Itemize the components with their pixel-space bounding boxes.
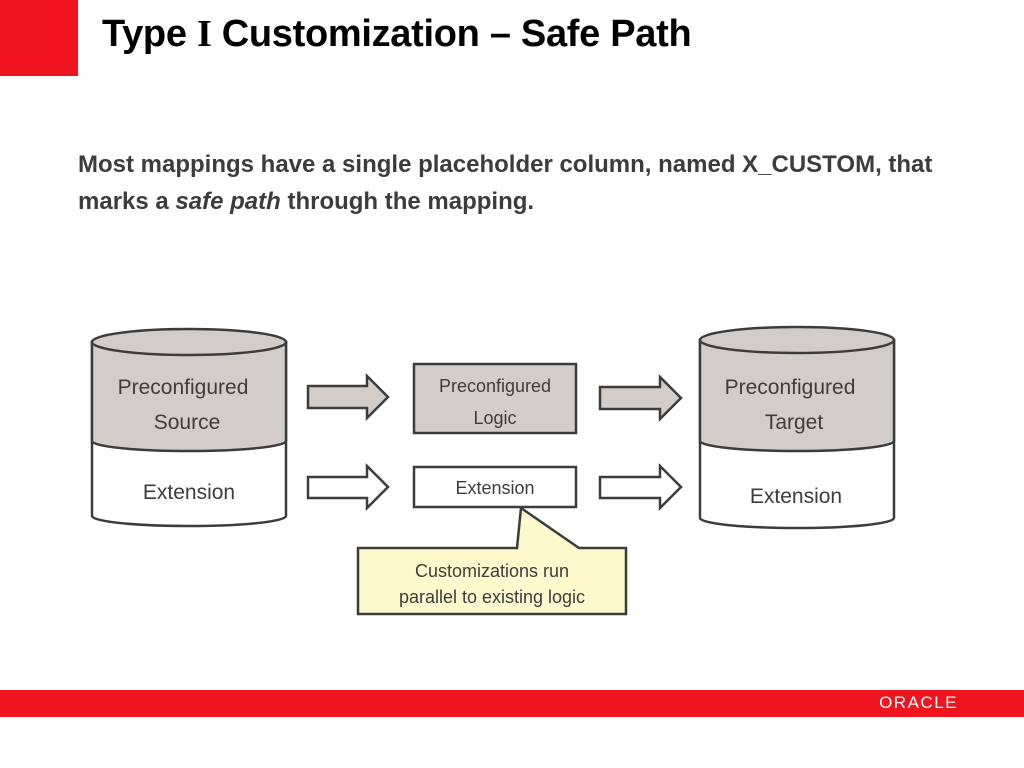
logic-label-line2: Logic [473,408,516,428]
title-numeral: I [196,13,212,55]
target-label-line1: Preconfigured [725,376,856,399]
title-suffix: Customization – Safe Path [211,13,692,55]
lead-emphasis: safe path [175,188,281,215]
arrow-logic-to-target [598,373,683,423]
extension-box: Extension [412,465,578,509]
logic-label-line1: Preconfigured [439,376,551,396]
source-label-line1: Preconfigured [118,376,249,399]
arrow-source-to-extension [306,462,390,512]
logic-box: Preconfigured Logic [412,362,578,435]
target-label-line2: Target [765,411,824,434]
callout-line2: parallel to existing logic [399,587,585,607]
target-extension-label: Extension [750,485,842,508]
lead-text: Most mappings have a single placeholder … [78,146,958,220]
callout-note: Customizations run parallel to existing … [356,505,628,616]
lead-part2: through the mapping. [280,188,535,215]
corner-accent-block [0,0,78,76]
callout-line1: Customizations run [415,561,569,581]
source-cylinder: Preconfigured Source Extension [90,327,288,528]
arrow-extension-to-target [598,462,683,512]
lead-part1: Most mappings have a single placeholder … [78,151,933,215]
slide-title: Type I Customization – Safe Path [102,12,692,56]
source-extension-label: Extension [143,481,235,504]
source-label-line2: Source [154,411,221,434]
title-prefix: Type [102,13,197,55]
footer-bar [0,690,1024,717]
oracle-logo: ORACLE [879,693,958,712]
extension-box-label: Extension [455,478,534,498]
arrow-source-to-logic [306,372,390,422]
target-cylinder: Preconfigured Target Extension [698,325,896,530]
